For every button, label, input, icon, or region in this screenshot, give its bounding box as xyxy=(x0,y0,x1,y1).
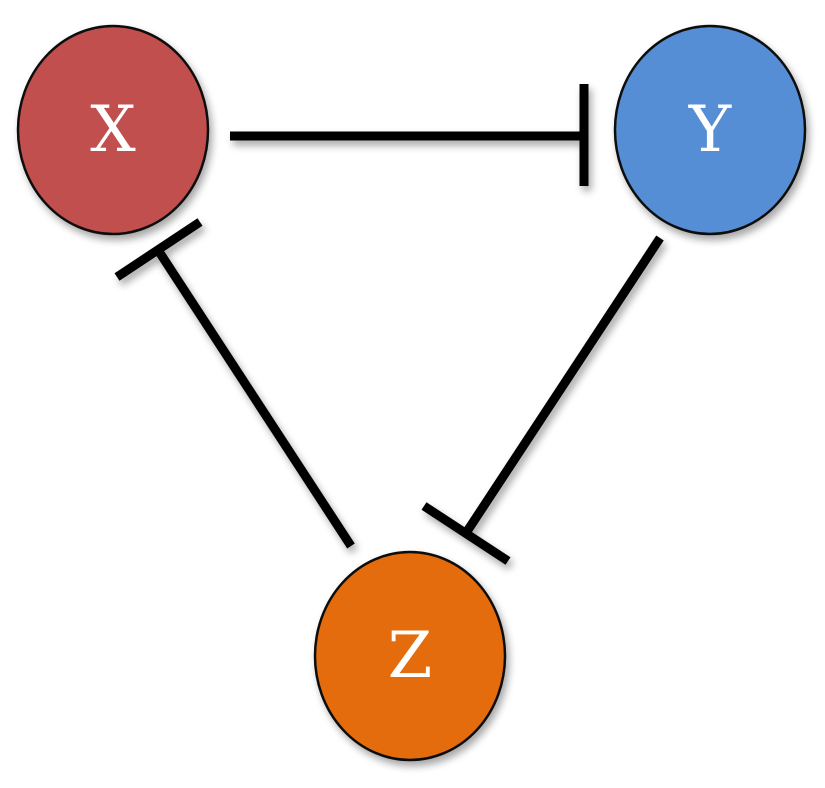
edges-group xyxy=(114,84,664,565)
node-x: X xyxy=(16,24,210,236)
edge-z-x-line xyxy=(154,247,355,549)
node-x-shape xyxy=(16,24,210,236)
node-z-shape xyxy=(313,550,507,762)
edge-x-inhibits-y xyxy=(230,84,589,186)
node-z-label: Z xyxy=(388,619,432,693)
node-y-label: Y xyxy=(688,93,732,167)
edge-y-inhibits-z xyxy=(421,235,664,565)
edge-z-inhibits-x xyxy=(114,218,355,549)
node-z: Z xyxy=(313,550,507,762)
node-y-shape xyxy=(613,24,807,236)
edge-y-z-line xyxy=(462,235,664,536)
node-x-label: X xyxy=(90,93,136,167)
edge-z-x-bar xyxy=(114,218,203,281)
edge-y-z-bar xyxy=(421,502,511,565)
node-y: Y xyxy=(613,24,807,236)
